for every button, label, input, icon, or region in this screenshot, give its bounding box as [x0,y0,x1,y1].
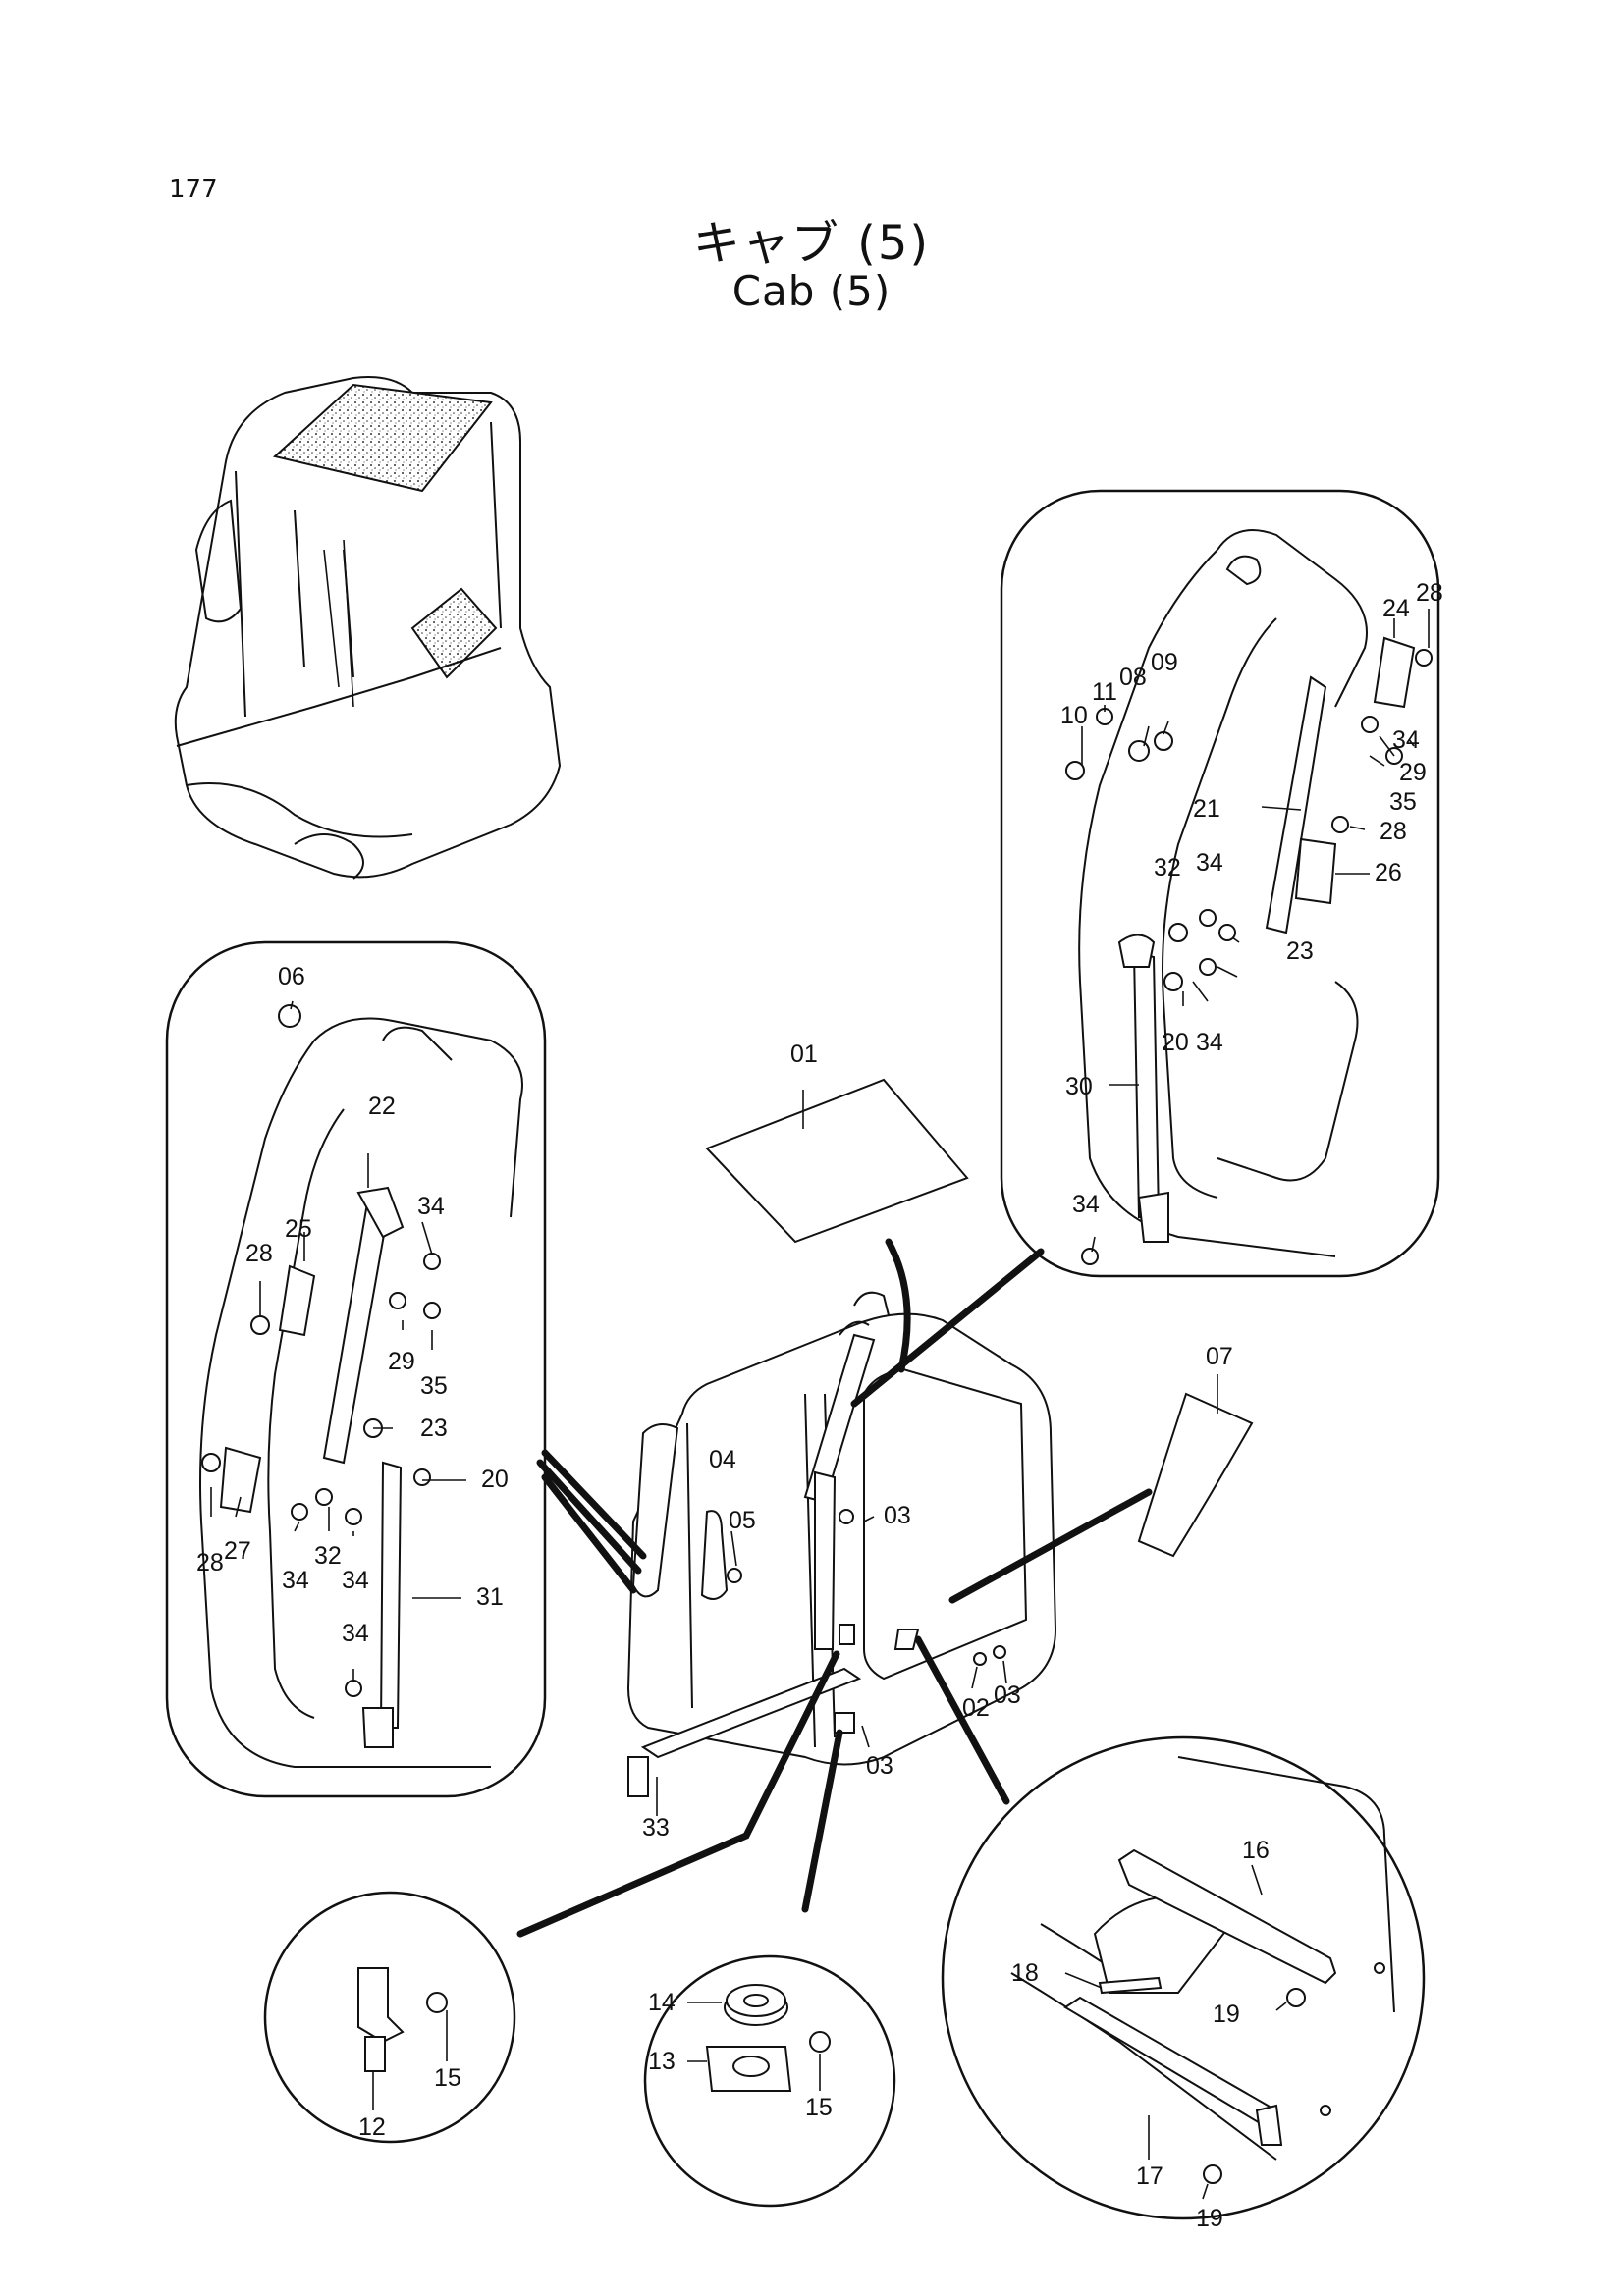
bracket-22 [356,1186,405,1239]
detail-bubble-bottom-right [941,1735,1426,2220]
page-number: 177 [169,175,218,204]
callout-labels: 28 24 11 08 09 10 29 35 21 28 34 32 26 2… [196,579,1443,2232]
callout-label: 32 [1154,854,1181,881]
callout-label: 29 [388,1348,415,1375]
callout-label: 31 [476,1583,504,1611]
callout-label: 18 [1011,1959,1039,1987]
sheet-07 [1137,1392,1254,1558]
callout-label: 35 [420,1372,448,1400]
callout-label: 22 [368,1093,396,1120]
callout-label: 14 [648,1989,676,2016]
callout-label: 02 [962,1694,990,1722]
overview-cab [174,376,562,880]
callout-label: 03 [994,1682,1021,1709]
callout-label: 03 [884,1502,911,1529]
callout-label: 35 [1389,788,1417,816]
rail-31 [379,1461,403,1729]
callout-label: 28 [1416,579,1443,607]
callout-label: 05 [729,1507,756,1534]
callout-label: 04 [709,1446,736,1473]
callout-label: 20 [1162,1029,1189,1056]
rail-21 [1265,675,1327,934]
callout-label: 25 [285,1215,312,1243]
strip-18 [1098,1976,1163,1995]
callout-label: 10 [1060,702,1088,729]
callout-label: 32 [314,1542,342,1570]
callout-label: 07 [1206,1343,1233,1370]
callout-label: 01 [790,1041,818,1068]
center-cab [516,1078,1254,1938]
callout-label: 34 [1196,1029,1223,1056]
callout-label: 24 [1382,595,1410,622]
callout-label: 34 [342,1567,369,1594]
callout-label: 30 [1065,1073,1093,1100]
callout-label: 34 [1196,849,1223,877]
roof-panel-01 [705,1078,969,1244]
detail-bubble-bottom-left [263,1891,516,2144]
detail-bubble-left [165,940,547,1798]
callout-label: 21 [1193,795,1220,823]
callout-label: 34 [417,1193,445,1220]
callout-label: 34 [342,1620,369,1647]
callout-label: 13 [648,2048,676,2075]
detail-bubble-bottom-middle [643,1954,896,2208]
roof-window-overview [272,383,493,493]
title-japanese: キャブ (5) [692,216,931,271]
callout-label: 34 [282,1567,309,1594]
callout-label: 15 [434,2064,461,2092]
callout-label: 19 [1196,2205,1223,2232]
callout-label: 23 [420,1415,448,1442]
callout-label: 12 [358,2113,386,2141]
callout-label: 27 [224,1537,251,1565]
callout-label: 26 [1375,859,1402,886]
plate-27 [219,1446,262,1514]
plate-25 [278,1264,316,1337]
plate-24 [1373,636,1416,709]
callout-label: 08 [1119,664,1147,691]
plate-26 [1294,837,1337,905]
detail-bubble-upper-right [1000,489,1440,1278]
strap-16 [1117,1848,1337,1985]
callout-label: 28 [1380,818,1407,845]
callout-label: 03 [866,1752,893,1780]
callout-label: 28 [245,1240,273,1267]
callout-label: 16 [1242,1837,1270,1864]
callout-label: 19 [1213,2001,1240,2028]
callout-label: 28 [196,1549,224,1576]
callout-label: 06 [278,963,305,990]
callout-label: 34 [1392,726,1420,754]
callout-label: 09 [1151,649,1178,676]
title-english: Cab (5) [731,267,892,315]
callout-label: 17 [1136,2163,1163,2190]
callout-label: 23 [1286,937,1314,965]
callout-label: 20 [481,1466,509,1493]
callout-label: 15 [805,2094,833,2121]
callout-label: 29 [1399,759,1427,786]
callout-label: 11 [1092,678,1117,706]
callout-label: 34 [1072,1191,1100,1218]
callout-label: 33 [642,1814,670,1842]
